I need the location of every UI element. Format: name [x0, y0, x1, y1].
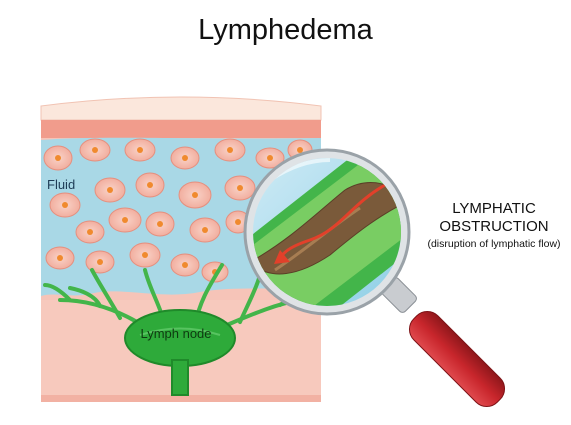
epidermis-band — [41, 120, 321, 138]
callout-line-2: OBSTRUCTION — [439, 218, 549, 235]
flow-arrow — [278, 183, 386, 259]
magnifier-handle — [381, 277, 506, 408]
magnifier-lens — [243, 148, 411, 316]
lymph-node — [124, 309, 236, 396]
obstruction-callout: LYMPHATIC OBSTRUCTION (disruption of lym… — [420, 200, 568, 251]
fluid-label: Fluid — [47, 177, 76, 192]
epidermis-top — [40, 96, 322, 121]
cell-nuclei — [55, 147, 303, 275]
bottom-edge — [41, 395, 321, 402]
lymph-node-label: Lymph node — [140, 326, 212, 341]
page-title: Lymphedema — [198, 14, 373, 46]
callout-line-3: (disruption of lymphatic flow) — [427, 238, 561, 250]
callout-line-1: LYMPHATIC — [452, 200, 536, 217]
